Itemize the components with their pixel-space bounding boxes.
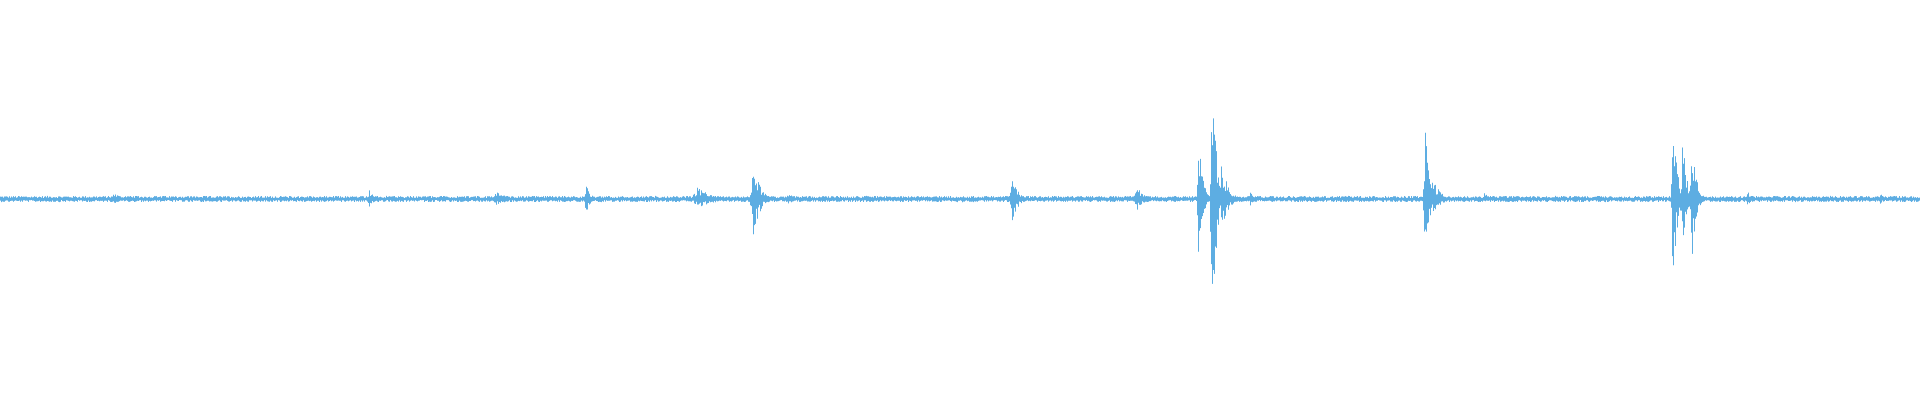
waveform-signal — [0, 118, 1920, 284]
waveform-bars — [0, 118, 1920, 284]
